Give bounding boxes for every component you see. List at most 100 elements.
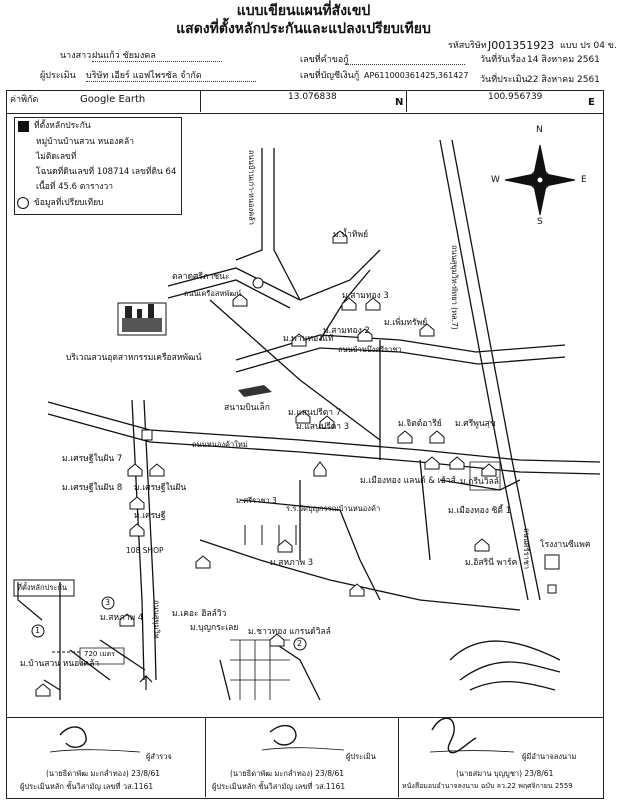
village-label: ม.เศรษฐีในฝัน bbox=[134, 483, 187, 493]
account-label: เลขที่บัญชีเงินกู้ bbox=[300, 71, 360, 81]
estate-label: บริเวณสวนอุตสาหกรรมเครือสหพัฒน์ bbox=[66, 353, 202, 363]
account-number: AP6110003614​25,361427 bbox=[364, 71, 469, 80]
compare-circle-icon bbox=[17, 197, 29, 209]
village-label: ม.บุญกระเลย bbox=[190, 623, 239, 633]
market-marker-icon bbox=[252, 277, 264, 289]
road-label-bueng: ถนนบ้านบึงศรีราชา bbox=[338, 345, 402, 354]
village-label: ม.เศรษฐี bbox=[134, 511, 166, 521]
distance-label: 720 เมตร bbox=[84, 650, 115, 658]
road-label-sriracha: ถนนศรีราชา bbox=[522, 528, 531, 570]
signature-panel bbox=[6, 717, 604, 799]
owner-name: ฝนแก้ว ชัยมงคล bbox=[92, 52, 222, 62]
village-label: ม.ชาวทอง แกรนด์วิลล์ bbox=[248, 627, 331, 637]
collateral-arrow-icon bbox=[17, 582, 43, 621]
authorizer-name: (นายสมาน บุญบูชา) 23/8/61 bbox=[456, 769, 554, 778]
factory-label: โรงงานซีแพค bbox=[540, 540, 591, 550]
surveyor-name: (นายธิดาพัฒ มะกล่ำทอง) 23/8/61 bbox=[46, 769, 161, 778]
compass-n: N bbox=[536, 125, 543, 135]
owner-label: นางสาว bbox=[60, 51, 92, 61]
compare-point-2-icon bbox=[293, 637, 307, 651]
contract-label: เลขที่คำขอกู้ bbox=[300, 55, 349, 65]
lat-suffix: N bbox=[395, 97, 404, 108]
village-label: ม.ศรีพูนสุข bbox=[455, 419, 496, 429]
compare-number-2: 2 bbox=[297, 639, 303, 648]
latitude: 13.076838 bbox=[288, 92, 337, 102]
surveyor-note: ผู้ประเมินหลัก ชั้นวิสามัญ เลขที่ วส.116… bbox=[20, 782, 154, 791]
village-label: ม.น้ำทิพย์ bbox=[333, 230, 369, 240]
legend-box bbox=[14, 117, 182, 215]
village-label: ม.พานทองแท้ bbox=[283, 334, 334, 344]
coord-divider-2 bbox=[406, 90, 407, 112]
village-label: ม.สามทอง 2 bbox=[323, 326, 370, 336]
highway-7-left bbox=[439, 139, 529, 601]
legend-item-no-number: ไม่ติดเลขที่ bbox=[36, 152, 77, 162]
sig-divider-2 bbox=[398, 717, 399, 797]
appraiser-role: ผู้ประเมิน bbox=[346, 752, 376, 761]
company-code: J001351923 bbox=[488, 39, 555, 52]
village-label: ม.เมืองทอง ซิตี้ 1 bbox=[448, 506, 512, 516]
road-label-nongkha: ถนนหนองค้าใหม่ bbox=[192, 440, 248, 449]
page-subtitle: แสดงที่ตั้งหลักประกันและแปลงเปรียบเทียบ bbox=[176, 21, 431, 37]
sig-divider-1 bbox=[205, 717, 206, 797]
village-label: ม.ศรีราชา 3 bbox=[236, 496, 277, 505]
appraised-label: วันที่ประเมิน bbox=[480, 75, 528, 85]
collateral-square-icon bbox=[18, 121, 29, 132]
airfield-label: สนามบินเล็ก bbox=[224, 403, 270, 413]
received-date: 14 สิงหาคม 2561 bbox=[527, 55, 600, 65]
company-code-label: รหัสบริษัท bbox=[448, 41, 487, 51]
village-label: ม.สหภาพ 4 bbox=[100, 613, 144, 623]
compare-number-3: 3 bbox=[105, 598, 111, 607]
coord-divider-1 bbox=[200, 90, 201, 112]
legend-item-village: หมู่บ้านบ้านสวน หนองคล้า bbox=[36, 137, 134, 147]
form-code: แบบ ปร 04 ข. bbox=[560, 41, 617, 51]
coordinate-bar bbox=[6, 90, 604, 114]
appraised-date: 22 สิงหาคม 2561 bbox=[527, 75, 600, 85]
collateral-map-label: ที่ตั้งหลักประกัน bbox=[17, 583, 68, 592]
compare-point-1-icon bbox=[31, 624, 45, 638]
legend-item-area: เนื้อที่ 45.6 ตารางวา bbox=[36, 182, 114, 192]
lon-suffix: E bbox=[588, 97, 595, 108]
legend-item-collateral: ที่ตั้งหลักประกัน bbox=[34, 121, 91, 131]
surveyor-role: ผู้สำรวจ bbox=[146, 752, 172, 761]
village-label: ม.เคอะ ฮิลล์วิว bbox=[172, 609, 227, 619]
village-label: ม.สหภาพ 3 bbox=[270, 558, 314, 568]
coord-label: ค่าพิกัด bbox=[10, 95, 39, 105]
highway-7-right bbox=[451, 139, 541, 601]
compare-number-1: 1 bbox=[35, 626, 41, 635]
compare-point-3-icon bbox=[101, 596, 115, 610]
appraiser-label: ผู้ประเมิน bbox=[40, 71, 76, 81]
received-label: วันที่รับเรื่อง bbox=[480, 55, 526, 65]
road-label-highway7: ถนนสุขุมวิท-พัทยา (ทล.7) bbox=[450, 245, 459, 330]
road-label-sahaphat: ถนนเครือสหพัฒน์ bbox=[184, 289, 242, 298]
village-label: ม.แสนปรีดา 3 bbox=[296, 422, 350, 432]
village-label: ม.เมืองทอง แลนด์ & เฮ้าส์ bbox=[360, 476, 456, 486]
village-label: ม.อิสรินี พาร์ค bbox=[465, 558, 518, 568]
village-label: ม.บ้านสวน หนองคล้า bbox=[20, 659, 100, 669]
road-label-sukhumvit: ถนนสุขุมวิท bbox=[152, 600, 161, 639]
village-label: ม.เศรษฐีในฝัน 7 bbox=[62, 454, 123, 464]
compass-e: E bbox=[581, 175, 587, 185]
factory-icon bbox=[544, 554, 560, 570]
temple-icon bbox=[313, 461, 327, 477]
village-label: ม.แสนปรีดา 7 bbox=[288, 408, 342, 418]
village-label: ม.กรีนวิลล์ bbox=[460, 477, 500, 487]
shop-label: 108 SHOP bbox=[126, 546, 164, 555]
compass-w: W bbox=[491, 175, 500, 185]
north-road-arrow-icon bbox=[139, 675, 153, 690]
coord-source: Google Earth bbox=[80, 94, 146, 105]
village-label: ม.จิตต์อารีย์ bbox=[398, 419, 442, 429]
authorizer-role: ผู้มีอำนาจลงนาม bbox=[522, 752, 577, 761]
plot-marker-icon bbox=[547, 584, 557, 594]
compass-s: S bbox=[537, 217, 543, 227]
appraiser-name: บริษัท เอียร์ แอฟไพรซัล จำกัด bbox=[86, 72, 256, 82]
market-label: ตลาดศรีภาชนะ bbox=[172, 272, 230, 282]
store-marker-icon bbox=[141, 429, 153, 441]
village-label: ม.เศรษฐีในฝัน 8 bbox=[62, 483, 123, 493]
collateral-label-box bbox=[13, 579, 75, 597]
legend-item-compare: ข้อมูลที่เปรียบเทียบ bbox=[34, 198, 104, 208]
school-label: ร.ร.วัดบุญกรรณบ้านหนองค้า bbox=[286, 504, 381, 513]
signature-scribbles bbox=[49, 717, 515, 754]
page-title: แบบเขียนแผนที่สังเขป bbox=[236, 3, 371, 19]
longitude: 100.956739 bbox=[488, 92, 543, 102]
